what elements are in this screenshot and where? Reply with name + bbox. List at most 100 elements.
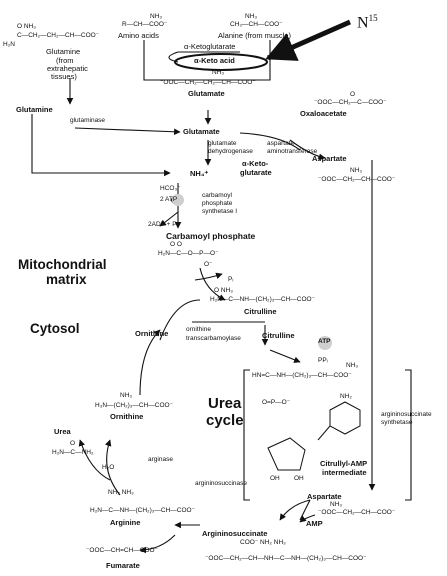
citrulline-mid-label: Citrulline: [262, 331, 295, 340]
aspartate-aminotransferase-1: aspartate: [267, 140, 295, 147]
glutamine-structure-top: O NH₃: [17, 23, 36, 30]
nh4-label: NH₄⁺: [190, 169, 209, 178]
alpha-ketoglutarate-top-label: α-Ketoglutarate: [184, 42, 236, 51]
amino-acids-label: Amino acids: [118, 31, 159, 40]
pi-label: Pᵢ: [228, 276, 234, 283]
cps-label-2: phosphate: [202, 200, 233, 207]
alanine-structure: CH₃—CH—COO⁻: [230, 21, 283, 28]
alpha-keto-acid-highlight: [174, 53, 268, 71]
glutamine-note-2: extrahepatic: [47, 64, 88, 73]
h2o-label: H₂O: [102, 464, 115, 471]
argininosuccinase-label: argininosuccinase: [195, 480, 248, 487]
argininosuccinate-synthetase-1: argininosuccinate: [381, 411, 432, 418]
argininosuccinate-label: Argininosuccinate: [202, 529, 268, 538]
two-atp-label: 2 ATP: [160, 196, 178, 203]
cps-label-1: carbamoyl: [202, 192, 232, 199]
aspartate-bottom-structure: ⁻OOC—CH₂—CH—COO⁻: [318, 509, 396, 516]
carbamoyl-structure-bottom: O⁻: [204, 261, 213, 268]
citrulline-structure: H₂N—C—NH—(CH₂)₃—CH—COO⁻: [210, 296, 316, 303]
arginine-structure: H₂N—C—NH—(CH₂)₃—CH—COO⁻: [90, 507, 196, 514]
oh-label-2: OH: [294, 475, 304, 482]
amp-label: AMP: [306, 519, 323, 528]
carbamoyl-phosphate-label: Carbamoyl phosphate: [166, 231, 256, 241]
carbamoyl-structure: H₂N—C—O—P—O⁻: [158, 250, 219, 257]
citrullyl-structure-top: NH₃: [346, 362, 359, 369]
ornithine-mid-label: Ornithine: [110, 412, 144, 421]
alpha-ketoglutarate-mid-1: α-Keto-: [242, 159, 269, 168]
ornithine-mid-structure: H₃N—(CH₂)₃—CH—COO⁻: [95, 402, 174, 409]
ornithine-mid-structure-top: NH₃: [120, 392, 133, 399]
citrullyl-structure: HN=C—NH—(CH₂)₃—CH—COO⁻: [252, 372, 352, 379]
glutamate-dehydrogenase-1: glutamate: [208, 140, 237, 147]
glutamine-structure: C—CH₂—CH₂—CH—COO⁻: [17, 32, 100, 39]
ornithine-top-label: Ornithine: [135, 329, 169, 338]
aspartate-mid-structure: ⁻OOC—CH₂—CH—COO⁻: [318, 176, 396, 183]
aspartate-mid-label: Aspartate: [312, 154, 347, 163]
n15-symbol: N: [357, 14, 369, 32]
h2n-label: H₂N: [3, 41, 15, 48]
aspartate-bottom-label: Aspartate: [307, 492, 342, 501]
citrulline-top-label: Citrulline: [244, 307, 277, 316]
alpha-keto-acid-label: α-Keto acid: [194, 56, 235, 65]
ppi-label: PPᵢ: [318, 357, 328, 364]
aspartate-mid-structure-top: NH₃: [350, 167, 363, 174]
n15-isotope-label: N15: [357, 13, 378, 32]
urea-label: Urea: [54, 427, 71, 436]
fumarate-structure: ⁻OOC—CH=CH—COO⁻: [86, 547, 159, 554]
urea-cycle-label-2: cycle: [206, 412, 244, 429]
alanine-structure-top: NH₃: [245, 13, 258, 20]
arginine-structure-top: NH₂ NH₃: [108, 489, 134, 496]
mitochondrial-matrix-label-1: Mitochondrial: [18, 257, 107, 272]
amino-acid-structure-top: NH₃: [150, 13, 163, 20]
glutamate-top-label: Glutamate: [188, 89, 225, 98]
atp-badge-cps: [172, 194, 184, 206]
otc-label-2: transcarbamoylase: [186, 335, 241, 342]
glutamine-top-label: Glutamine: [46, 47, 81, 56]
glutamine-note-3: tissues): [51, 72, 77, 81]
urea-structure-top: O: [70, 440, 76, 447]
atp-badge-synthetase: [318, 336, 332, 350]
urea-structure: H₂N—C—NH₂: [52, 449, 94, 456]
cps-label-3: synthetase I: [202, 208, 238, 215]
hco3-label: HCO₃⁻: [160, 185, 181, 192]
alanine-label: Alanine (from muscle): [218, 31, 291, 40]
oh-label-1: OH: [270, 475, 280, 482]
urea-cycle-label-1: Urea: [208, 395, 242, 412]
oxaloacetate-label: Oxaloacetate: [300, 109, 347, 118]
otc-label-1: ornithine: [186, 326, 211, 333]
carbamoyl-structure-top: O O: [170, 241, 182, 248]
citrulline-structure-top: O NH₃: [214, 287, 233, 294]
argininosuccinate-synthetase-2: synthetase: [381, 419, 413, 426]
argininosuccinate-structure-top: COO⁻ NH₂ NH₃: [240, 539, 286, 546]
ribose-ring: [267, 437, 306, 471]
citrullyl-amp-label-1: Citrullyl-AMP: [320, 459, 368, 468]
argininosuccinate-structure: ⁻OOC—CH₂—CH—NH—C—NH—(CH₂)₃—CH—COO⁻: [205, 555, 367, 562]
arginase-label: arginase: [148, 456, 173, 463]
oxaloacetate-structure-top: O: [350, 91, 356, 98]
adenine-ring: [329, 401, 361, 435]
cytosol-label: Cytosol: [30, 321, 80, 336]
fumarate-label: Fumarate: [106, 561, 140, 570]
mitochondrial-matrix-label-2: matrix: [46, 272, 87, 287]
aspartate-aminotransferase-2: aminotransferase: [267, 148, 318, 155]
glutamine-mid-label: Glutamine: [16, 105, 53, 114]
glutamine-note-1: (from: [56, 56, 74, 65]
nh2-label: NH₂: [340, 393, 352, 400]
glutaminase-label: glutaminase: [70, 117, 106, 124]
glutamate-structure-top: NH₃: [212, 69, 225, 76]
two-adp-label: 2ADP + Pᵢ: [148, 221, 178, 228]
amino-acid-structure: R—CH—COO⁻: [122, 21, 168, 28]
glutamate-dehydrogenase-2: dehydrogenase: [208, 148, 253, 155]
n15-mass-number: 15: [368, 13, 378, 23]
phosphate-structure: O=P—O⁻: [262, 399, 291, 406]
citrullyl-amp-label-2: intermediate: [322, 468, 367, 477]
glutamate-structure: ⁻OOC—CH₂—CH₂—CH—COO⁻: [160, 79, 256, 86]
n15-pointer-arrow: [265, 19, 352, 61]
glutamate-mid-label: Glutamate: [183, 127, 220, 136]
oxaloacetate-structure: ⁻OOC—CH₂—C—COO⁻: [314, 99, 387, 106]
atp-label: ATP: [318, 338, 331, 345]
aspartate-bottom-structure-top: NH₃: [330, 501, 343, 508]
alpha-ketoglutarate-mid-2: glutarate: [240, 168, 272, 177]
